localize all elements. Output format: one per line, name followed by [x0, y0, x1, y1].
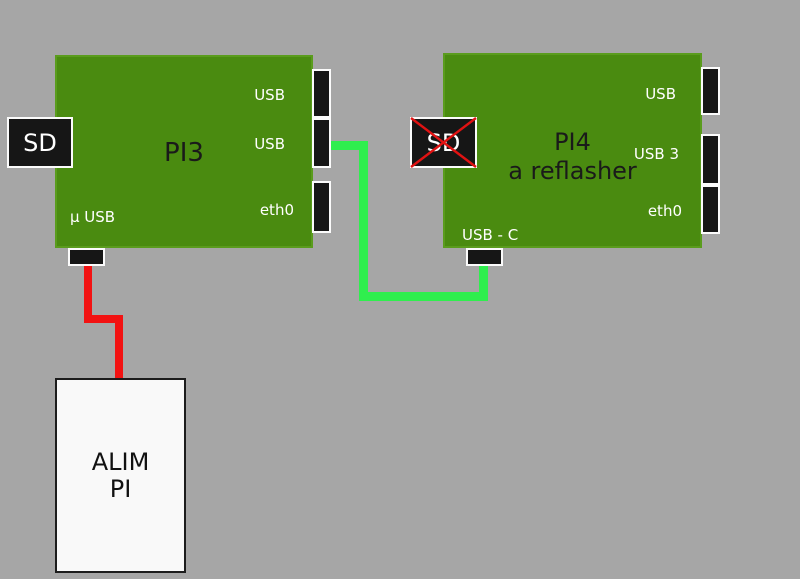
- pi3-eth0-label: eth0: [259, 201, 294, 219]
- pi4-usb-port: [701, 67, 720, 115]
- pi4-title-line1: PI4: [554, 128, 591, 156]
- pi4-usb3-label: USB 3: [633, 145, 679, 163]
- pi3-sd-label: SD: [23, 128, 57, 157]
- pi3-title: PI3: [164, 138, 204, 168]
- pi3-usb2-label: USB: [254, 135, 285, 153]
- pi4-usb-label: USB: [645, 85, 676, 103]
- power-cable-segment-upper: [84, 258, 92, 323]
- pi3-usb1-port: [312, 69, 331, 118]
- pi3-usb2-port: [312, 118, 331, 168]
- power-cable-segment-horizontal: [84, 315, 123, 323]
- power-cable-segment-lower: [115, 315, 123, 379]
- usb-data-cable-segment-top: [330, 141, 368, 150]
- pi4-eth0-port: [701, 185, 720, 234]
- pi4-eth0-label: eth0: [647, 202, 682, 220]
- pi4-usb-c-label: USB - C: [462, 226, 519, 244]
- power-supply-label-line1: ALIM: [91, 447, 150, 476]
- usb-data-cable-segment-bottom: [359, 292, 488, 301]
- pi4-title: PI4 a reflasher: [445, 128, 700, 186]
- red-cross-out-icon: [410, 117, 477, 168]
- pi4-usb-c-port: [466, 248, 503, 266]
- power-supply-box: ALIM PI: [55, 378, 186, 573]
- pi3-usb1-label: USB: [254, 86, 285, 104]
- pi4-usb3-port: [701, 134, 720, 185]
- usb-data-cable-segment-vertical: [359, 141, 368, 301]
- pi4-board: PI4 a reflasher USB USB 3 eth0 USB - C: [443, 53, 702, 248]
- pi3-sd-card: SD: [7, 117, 73, 168]
- pi3-micro-usb-label: µ USB: [70, 208, 116, 226]
- pi4-title-line2: a reflasher: [508, 157, 637, 185]
- pi3-board: PI3 USB USB eth0 µ USB: [55, 55, 313, 248]
- pi3-micro-usb-port: [68, 248, 105, 266]
- power-supply-label-line2: PI: [109, 474, 132, 503]
- pi3-eth0-port: [312, 181, 331, 233]
- usb-data-cable-segment-riser: [479, 260, 488, 301]
- pi4-sd-card-crossed-out: SD: [410, 117, 477, 168]
